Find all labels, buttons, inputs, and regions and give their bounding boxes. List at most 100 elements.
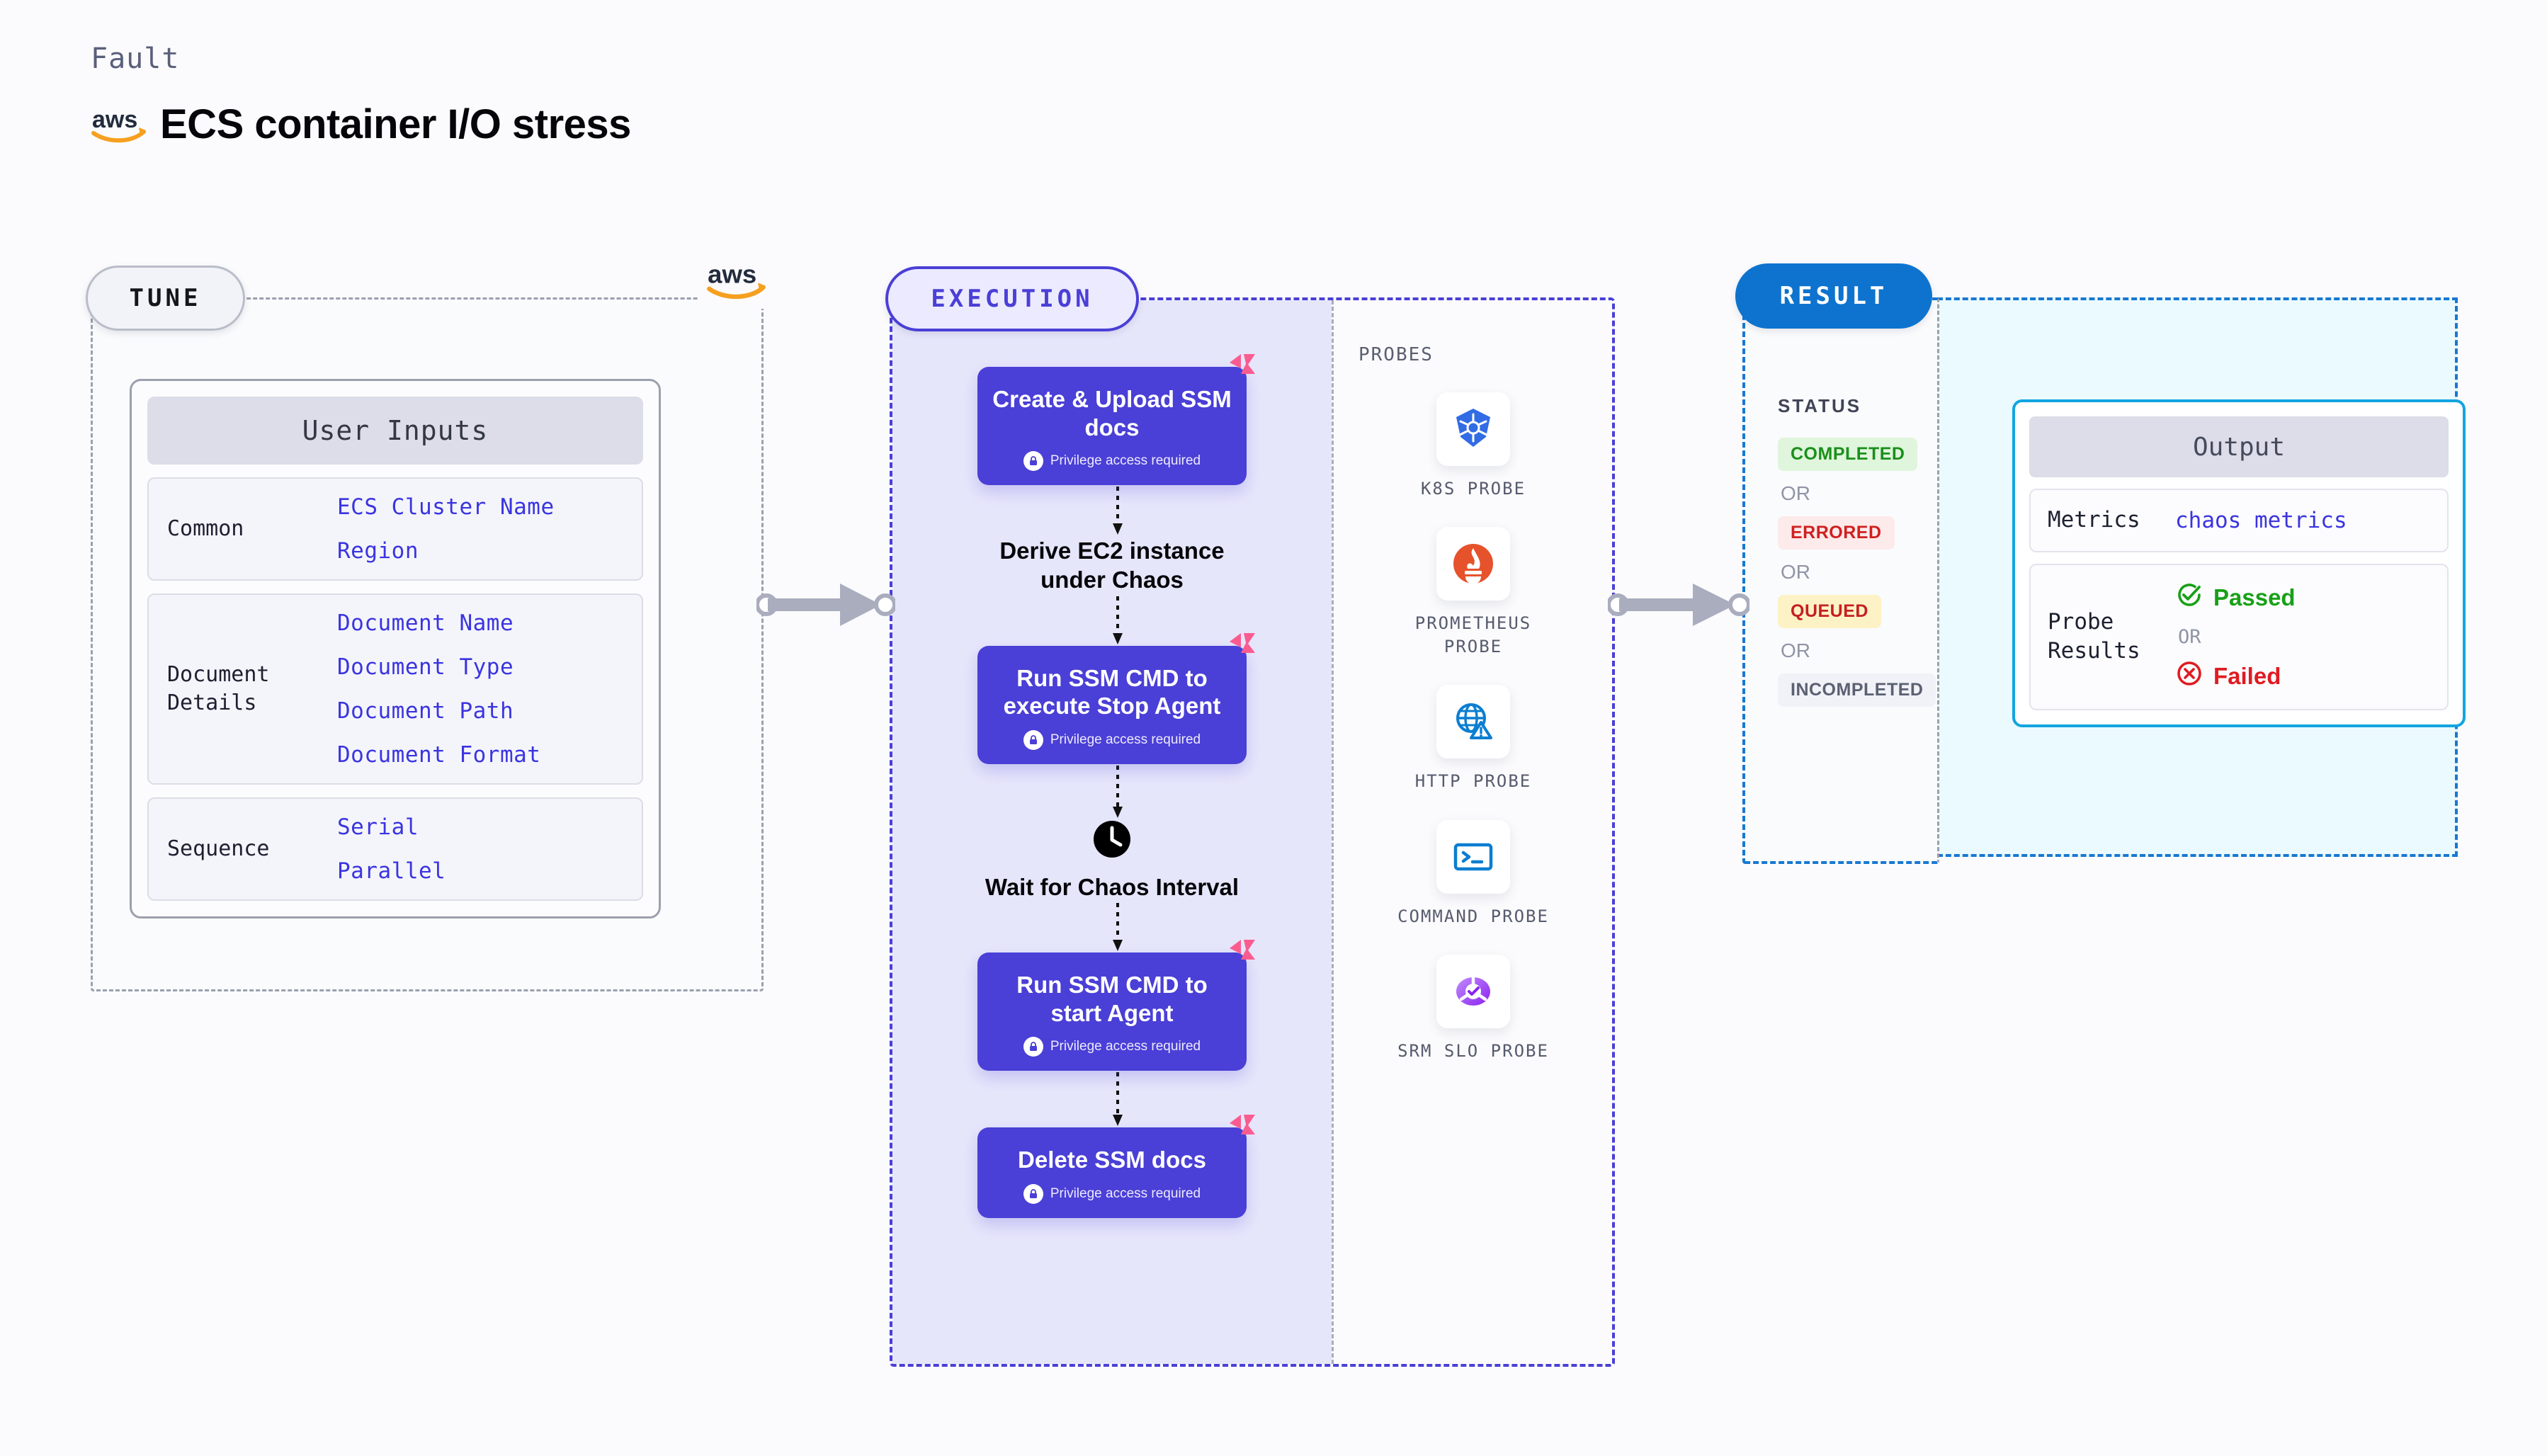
flow-node-run-ssm-stop-agent[interactable]: Run SSM CMD to execute Stop Agent Privil…	[977, 632, 1255, 764]
harness-ribbon-icon	[1225, 1112, 1258, 1148]
output-title: Output	[2029, 416, 2449, 477]
input-group-label: Sequence	[167, 836, 270, 861]
page-header: Fault aws ECS container I/O stress	[91, 42, 631, 148]
prometheus-icon	[1436, 527, 1510, 601]
kubernetes-icon	[1436, 392, 1510, 466]
x-circle-icon	[2175, 659, 2203, 693]
status-badge-incompleted: INCOMPLETED	[1778, 673, 1936, 707]
http-globe-icon	[1436, 685, 1510, 759]
status-list: COMPLETED OR ERRORED OR QUEUED OR INCOMP…	[1778, 438, 1936, 707]
page-title: ECS container I/O stress	[160, 101, 631, 147]
clock-icon	[1092, 819, 1132, 863]
flow-node-create-upload-ssm-docs[interactable]: Create & Upload SSM docs Privilege acces…	[977, 354, 1255, 486]
output-group-metrics: Metrics chaos metrics	[2029, 489, 2449, 552]
input-value[interactable]: Serial	[337, 814, 419, 840]
flow-node-title: Wait for Chaos Interval	[985, 873, 1240, 900]
output-card: Output Metrics chaos metrics Probe Resul…	[2012, 399, 2466, 727]
execution-badge: EXECUTION	[885, 266, 1139, 331]
privilege-note: Privilege access required	[990, 729, 1234, 750]
probe-result-failed: Failed	[2175, 659, 2296, 693]
probe-item-k8s[interactable]: K8S PROBE	[1381, 392, 1565, 500]
svg-text:aws: aws	[708, 260, 756, 288]
input-value[interactable]: Document Type	[337, 654, 514, 680]
flow-arrow	[1111, 1071, 1123, 1127]
privilege-note-label: Privilege access required	[1050, 1039, 1201, 1054]
status-badge-queued: QUEUED	[1778, 595, 1881, 628]
lock-icon	[1023, 729, 1043, 750]
flow-node-run-ssm-start-agent[interactable]: Run SSM CMD to start Agent Privilege acc…	[977, 940, 1255, 1071]
flow-node-title: Run SSM CMD to start Agent	[1016, 972, 1208, 1026]
input-value[interactable]: ECS Cluster Name	[337, 494, 555, 520]
tune-panel: TUNE aws User Inputs Common ECS Cluster …	[86, 254, 774, 991]
fault-eyebrow: Fault	[91, 42, 180, 75]
status-badge-errored: ERRORED	[1778, 516, 1895, 550]
result-status-area: STATUS COMPLETED OR ERRORED OR QUEUED OR…	[1742, 297, 1939, 864]
input-value[interactable]: Document Path	[337, 698, 514, 724]
execution-panel: EXECUTION Create & Upload SSM docs	[885, 266, 1615, 1367]
probe-label: K8S PROBE	[1420, 479, 1526, 499]
probe-item-srm-slo[interactable]: SRM SLO PROBE	[1381, 954, 1565, 1062]
probes-title: PROBES	[1358, 344, 1434, 365]
result-panel: Output Metrics chaos metrics Probe Resul…	[1735, 263, 2466, 864]
output-metrics-value[interactable]: chaos metrics	[2175, 507, 2347, 533]
terminal-icon	[1436, 819, 1510, 894]
privilege-note-label: Privilege access required	[1050, 732, 1201, 747]
flow-node-wait-for-chaos-interval: Wait for Chaos Interval	[985, 819, 1240, 902]
privilege-note-label: Privilege access required	[1050, 1185, 1201, 1201]
probe-label: SRM SLO PROBE	[1397, 1040, 1549, 1061]
output-group-probe-results: Probe Results Passed OR	[2029, 563, 2449, 710]
result-badge: RESULT	[1735, 263, 1932, 329]
execution-flow: Create & Upload SSM docs Privilege acces…	[892, 354, 1332, 1218]
status-or: OR	[1781, 639, 1810, 661]
flow-node-derive-ec2-instance: Derive EC2 instance under Chaos	[999, 538, 1225, 593]
status-badge-completed: COMPLETED	[1778, 438, 1918, 471]
flow-arrow	[1111, 764, 1123, 819]
probe-result-failed-label: Failed	[2213, 662, 2281, 689]
status-or: OR	[1781, 482, 1810, 504]
privilege-note: Privilege access required	[990, 451, 1234, 472]
privilege-note: Privilege access required	[990, 1183, 1234, 1204]
input-value[interactable]: Parallel	[337, 858, 446, 884]
flow-node-title: Create & Upload SSM docs	[992, 386, 1232, 440]
status-title: STATUS	[1778, 395, 1862, 416]
flow-node-title: Run SSM CMD to execute Stop Agent	[1003, 664, 1221, 720]
input-value[interactable]: Document Name	[337, 610, 514, 636]
lock-icon	[1023, 451, 1043, 472]
aws-logo-icon-tune: aws	[699, 254, 774, 309]
input-value[interactable]: Document Format	[337, 742, 541, 768]
probe-result-passed: Passed	[2175, 581, 2296, 615]
probe-label: COMMAND PROBE	[1397, 906, 1549, 926]
input-value[interactable]: Region	[337, 538, 419, 564]
probes-list: K8S PROBE PROMETHEUS PROBE	[1332, 392, 1615, 1062]
input-group-common: Common ECS Cluster Name Region	[147, 477, 643, 581]
flow-node-title: Delete SSM docs	[1018, 1147, 1206, 1173]
probe-result-passed-label: Passed	[2213, 584, 2296, 610]
privilege-note-label: Privilege access required	[1050, 453, 1201, 469]
probe-result-or: OR	[2178, 625, 2201, 648]
harness-ribbon-icon	[1225, 630, 1258, 666]
harness-ribbon-icon	[1225, 937, 1258, 973]
probe-label: HTTP PROBE	[1414, 771, 1532, 792]
flow-node-delete-ssm-docs[interactable]: Delete SSM docs Privilege access require…	[977, 1115, 1255, 1218]
user-inputs-title: User Inputs	[147, 397, 643, 465]
flow-arrow	[1111, 595, 1123, 646]
lock-icon	[1023, 1183, 1043, 1204]
input-group-sequence: Sequence Serial Parallel	[147, 797, 643, 901]
input-group-document-details: Document Details Document Name Document …	[147, 593, 643, 785]
flow-arrow	[1111, 485, 1123, 536]
probe-item-command[interactable]: COMMAND PROBE	[1381, 819, 1565, 928]
connector-tune-to-execution	[755, 579, 897, 634]
check-circle-icon	[2175, 581, 2203, 615]
output-probe-results-label: Probe Results	[2048, 608, 2140, 664]
user-inputs-card: User Inputs Common ECS Cluster Name Regi…	[130, 379, 661, 918]
output-metrics-label: Metrics	[2048, 507, 2140, 533]
result-output-area: Output Metrics chaos metrics Probe Resul…	[1937, 297, 2466, 857]
probe-item-prometheus[interactable]: PROMETHEUS PROBE	[1381, 527, 1565, 658]
input-group-label: Common	[167, 516, 244, 541]
flow-arrow	[1111, 902, 1123, 952]
status-or: OR	[1781, 561, 1810, 583]
aws-logo-icon: aws	[91, 106, 147, 143]
probe-item-http[interactable]: HTTP PROBE	[1381, 685, 1565, 792]
lock-icon	[1023, 1037, 1043, 1057]
harness-ribbon-icon	[1225, 351, 1258, 387]
